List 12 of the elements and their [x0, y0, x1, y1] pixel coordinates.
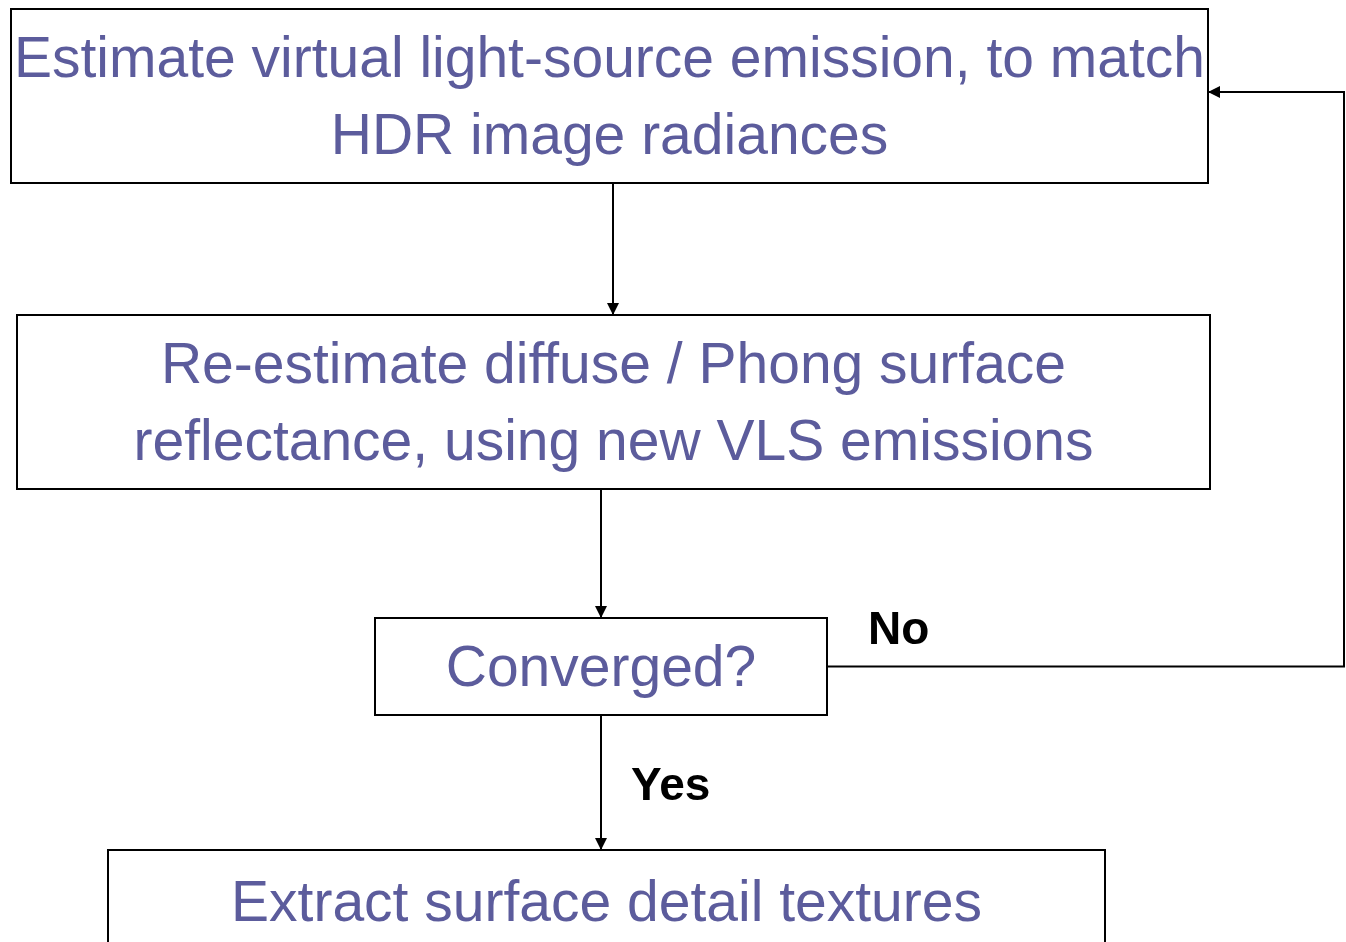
process-box [10, 8, 1209, 184]
box-text: Estimate virtual light-source emission, to match HDR image radiances [12, 24, 1207, 168]
arrow [595, 489, 607, 618]
arrow [827, 86, 1345, 668]
box-text: Extract surface detail textures [231, 868, 982, 935]
box-text: Re-estimate diffuse / Phong surface reflectance, using new VLS emissions [132, 330, 1095, 474]
arrow [595, 715, 607, 850]
process-box [374, 617, 828, 716]
arrow [607, 183, 619, 315]
process-box [107, 849, 1106, 942]
process-box [16, 314, 1211, 490]
box-text: Converged? [445, 633, 757, 700]
